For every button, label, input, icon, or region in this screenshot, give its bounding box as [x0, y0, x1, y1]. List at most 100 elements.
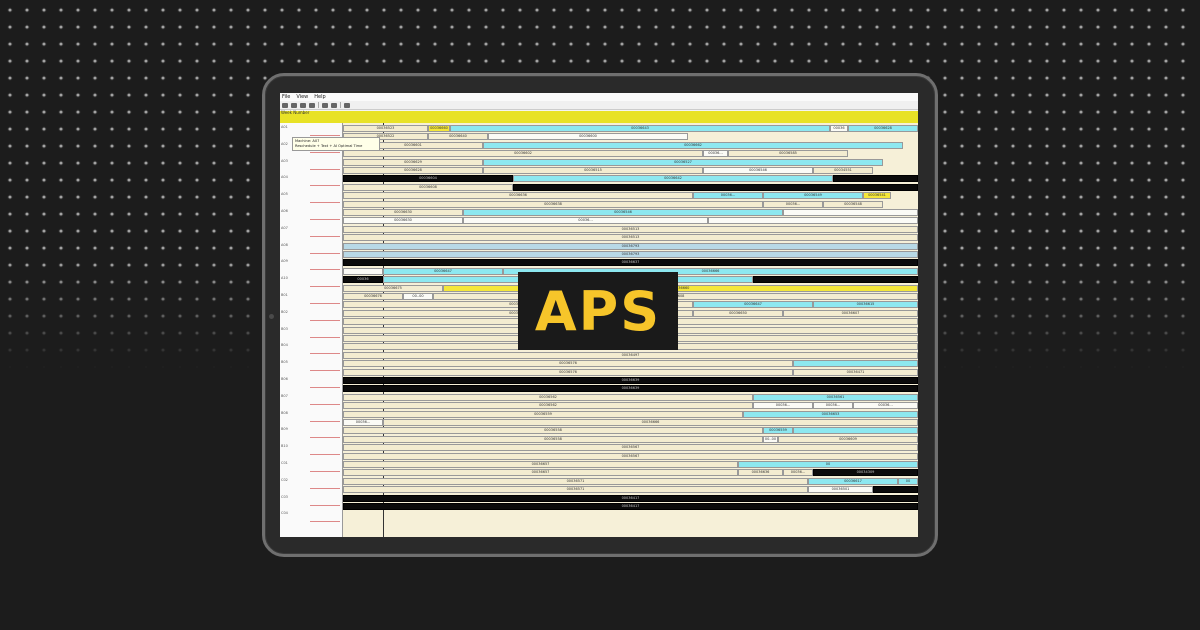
job-bar[interactable] — [793, 427, 918, 435]
job-bar[interactable]: 00036... — [753, 402, 813, 410]
machine-label[interactable]: A10 — [281, 276, 288, 281]
job-bar[interactable]: 00036642 — [513, 175, 833, 183]
job-bar[interactable]: 00036630 — [343, 209, 463, 216]
job-bar[interactable]: 00036417 — [343, 503, 918, 510]
job-bar[interactable]: 00036567 — [343, 452, 918, 460]
job-bar[interactable]: 00036629 — [343, 158, 483, 166]
menu-file[interactable]: File — [282, 94, 291, 100]
machine-label[interactable]: B04 — [281, 343, 288, 348]
job-bar[interactable]: 00036628 — [848, 125, 918, 132]
job-bar[interactable] — [753, 276, 918, 284]
machine-label[interactable]: B02 — [281, 309, 288, 314]
job-bar[interactable]: 00036559 — [763, 427, 793, 435]
job-bar[interactable] — [343, 267, 383, 275]
job-bar[interactable]: 00036650 — [693, 309, 783, 317]
job-bar[interactable]: 00036647 — [693, 301, 813, 309]
refresh-icon[interactable] — [322, 102, 328, 108]
job-bar[interactable]: 00036515 — [483, 167, 703, 174]
job-bar[interactable]: 00036 — [830, 125, 848, 132]
job-bar[interactable]: 00036558 — [343, 435, 763, 443]
job-bar[interactable]: 00036... — [703, 150, 728, 158]
machine-label[interactable]: C03 — [281, 494, 288, 499]
machine-label[interactable]: C04 — [281, 511, 288, 516]
job-bar[interactable]: 00036636 — [738, 469, 783, 477]
job-bar[interactable]: 00036630 — [343, 217, 463, 225]
job-bar[interactable]: 00036647 — [383, 267, 503, 275]
machine-label[interactable]: B06 — [281, 377, 288, 381]
job-bar[interactable]: 00036549 — [763, 192, 863, 200]
job-bar[interactable]: 00 — [898, 477, 918, 485]
job-bar[interactable]: 00036628 — [343, 167, 483, 174]
job-bar[interactable]: 00036571 — [343, 477, 808, 485]
machine-label[interactable]: B09 — [281, 427, 288, 432]
job-bar[interactable]: 00036546 — [463, 209, 783, 216]
job-bar[interactable]: 00036615 — [813, 301, 918, 309]
machine-label[interactable]: A02 — [281, 141, 288, 146]
job-bar[interactable]: 00034309 — [813, 469, 918, 477]
job-bar[interactable]: 00036617 — [808, 477, 898, 485]
job-bar[interactable]: 00036662 — [483, 141, 903, 149]
job-bar[interactable]: 00036660 — [428, 125, 450, 132]
job-bar[interactable]: 00036585 — [728, 150, 848, 158]
job-bar[interactable]: 00036541 — [863, 192, 891, 200]
job-bar[interactable] — [833, 175, 918, 183]
schedule-icon[interactable] — [331, 102, 337, 108]
job-bar[interactable] — [783, 209, 918, 216]
job-bar[interactable]: 00036576 — [343, 360, 793, 368]
machine-label[interactable]: B01 — [281, 293, 288, 297]
job-bar[interactable]: 00036501 — [808, 486, 873, 494]
job-bar[interactable]: 00036513 — [343, 234, 918, 242]
menu-help[interactable]: Help — [314, 94, 326, 100]
machine-label[interactable]: C01 — [281, 461, 288, 465]
job-bar[interactable]: 00036561 — [753, 393, 918, 401]
job-bar[interactable]: 00036666 — [383, 419, 918, 426]
job-bar[interactable]: 00036660 — [443, 284, 918, 292]
job-bar[interactable]: 00036417 — [343, 494, 918, 502]
machine-label[interactable]: B03 — [281, 326, 288, 331]
job-bar[interactable]: 00036639 — [343, 385, 918, 393]
machine-label[interactable]: A03 — [281, 158, 288, 163]
job-bar[interactable]: 00034551 — [813, 167, 873, 174]
job-bar[interactable]: 00036546 — [703, 167, 813, 174]
job-bar[interactable]: 00036657 — [343, 461, 738, 468]
filter-icon[interactable] — [309, 102, 315, 108]
job-bar[interactable] — [873, 486, 918, 494]
job-bar[interactable]: 00..00 — [403, 293, 433, 300]
job-bar[interactable]: 00036571 — [343, 486, 808, 494]
job-bar[interactable]: 00036548 — [823, 200, 883, 208]
job-bar[interactable]: 00036607 — [783, 309, 918, 317]
job-bar[interactable]: 00036576 — [343, 368, 793, 376]
print-icon[interactable] — [344, 102, 350, 108]
job-bar[interactable]: 00036562 — [343, 393, 753, 401]
job-bar[interactable] — [793, 360, 918, 368]
machine-label[interactable]: C02 — [281, 477, 288, 482]
job-bar[interactable]: 00036793 — [343, 251, 918, 258]
job-bar[interactable]: 00 — [738, 461, 918, 468]
job-bar[interactable] — [708, 217, 918, 225]
job-bar[interactable]: 00036562 — [343, 402, 753, 410]
job-bar[interactable]: 00036602 — [343, 150, 703, 158]
job-bar[interactable]: 00036653 — [743, 410, 918, 418]
job-bar[interactable]: 00036... — [783, 469, 813, 477]
job-bar[interactable]: 00036471 — [793, 368, 918, 376]
machine-label[interactable]: A04 — [281, 175, 288, 180]
machine-label[interactable]: B05 — [281, 360, 288, 365]
job-bar[interactable]: 00036793 — [343, 242, 918, 250]
zoom-in-icon[interactable] — [282, 102, 288, 108]
machine-label[interactable]: B08 — [281, 410, 288, 415]
job-bar[interactable]: 00036567 — [343, 444, 918, 452]
job-bar[interactable]: 00036666 — [503, 267, 918, 275]
job-bar[interactable]: 00..00 — [763, 435, 778, 443]
job-bar[interactable]: 00036... — [343, 419, 383, 426]
machine-label[interactable]: B07 — [281, 393, 288, 398]
job-bar[interactable]: 00036558 — [343, 427, 763, 435]
job-bar[interactable]: 00036675 — [343, 284, 443, 292]
job-bar[interactable]: 00036639 — [343, 377, 918, 384]
job-bar[interactable]: 00036637 — [343, 259, 918, 267]
job-bar[interactable]: 00036604 — [343, 175, 513, 183]
machine-label[interactable]: A09 — [281, 259, 288, 264]
machine-label[interactable]: A06 — [281, 209, 288, 213]
job-bar[interactable]: 00036636 — [343, 192, 693, 200]
machine-label[interactable]: A05 — [281, 192, 288, 197]
job-bar[interactable]: 00036... — [693, 192, 763, 200]
